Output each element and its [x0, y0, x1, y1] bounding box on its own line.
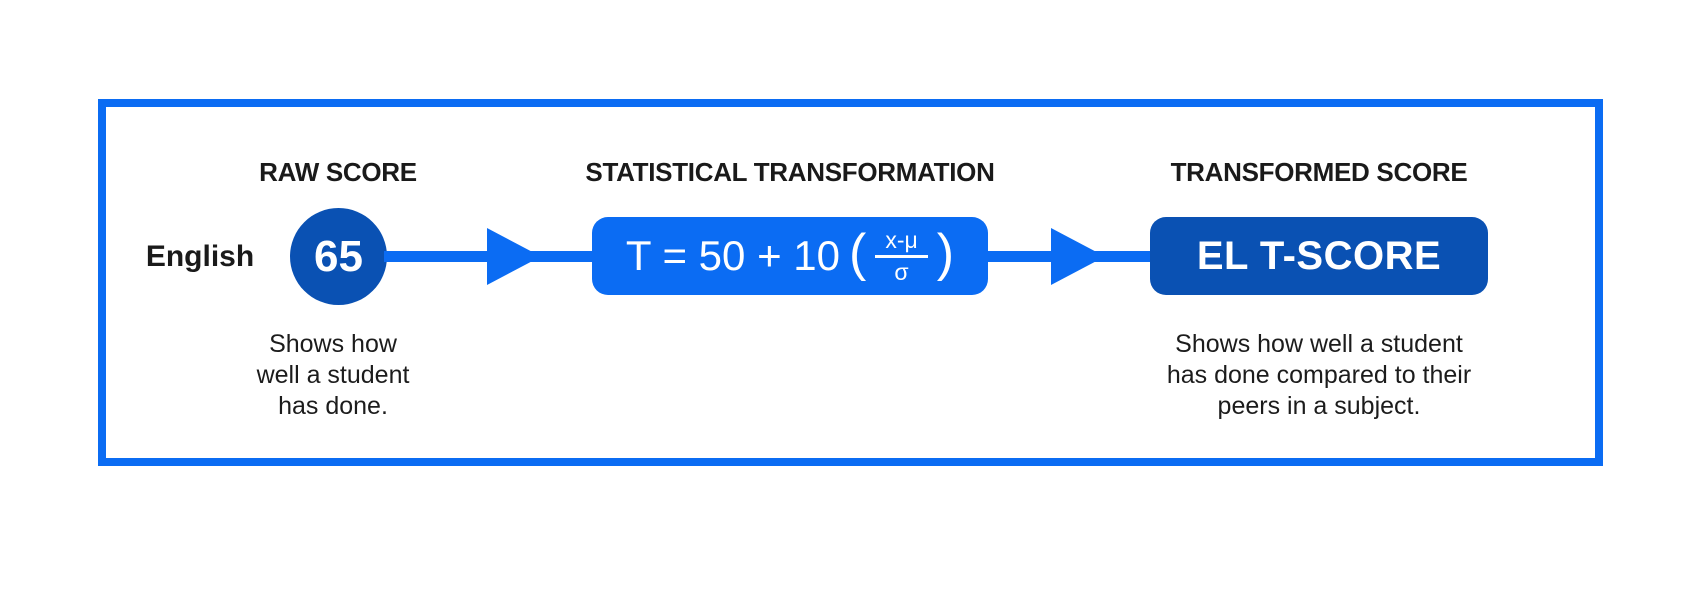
- transformed-score-caption: Shows how well a student has done compar…: [1134, 329, 1504, 422]
- raw-score-value: 65: [314, 231, 363, 281]
- caption-line: peers in a subject.: [1217, 392, 1421, 420]
- caption-line: Shows how: [269, 330, 397, 358]
- caption-line: has done compared to their: [1166, 361, 1472, 389]
- statistical-transformation-heading: STATISTICAL TRANSFORMATION: [585, 157, 995, 187]
- formula-lead: T = 50 + 10: [625, 232, 840, 279]
- formula-open-paren: (: [848, 224, 867, 282]
- subject-label: English: [145, 240, 255, 273]
- transformation-formula-box: T = 50 + 10 ( x-μ σ ): [592, 217, 988, 295]
- caption-line: well a student: [256, 361, 410, 389]
- transformed-score-box: EL T-SCORE: [1150, 217, 1488, 295]
- formula-close-paren: ): [936, 224, 955, 282]
- raw-score-caption: Shows how well a student has done.: [198, 329, 468, 422]
- t-score-formula: T = 50 + 10 ( x-μ σ ): [626, 227, 954, 285]
- caption-line: Shows how well a student: [1175, 330, 1463, 358]
- fraction-denominator: σ: [894, 259, 909, 285]
- formula-fraction: x-μ σ: [875, 228, 928, 285]
- raw-score-heading: RAW SCORE: [259, 157, 417, 187]
- caption-line: has done.: [278, 392, 388, 420]
- fraction-numerator: x-μ: [875, 228, 928, 258]
- transformed-score-value: EL T-SCORE: [1196, 233, 1442, 278]
- raw-score-circle: 65: [290, 208, 387, 305]
- transformed-score-heading: TRANSFORMED SCORE: [1170, 157, 1468, 187]
